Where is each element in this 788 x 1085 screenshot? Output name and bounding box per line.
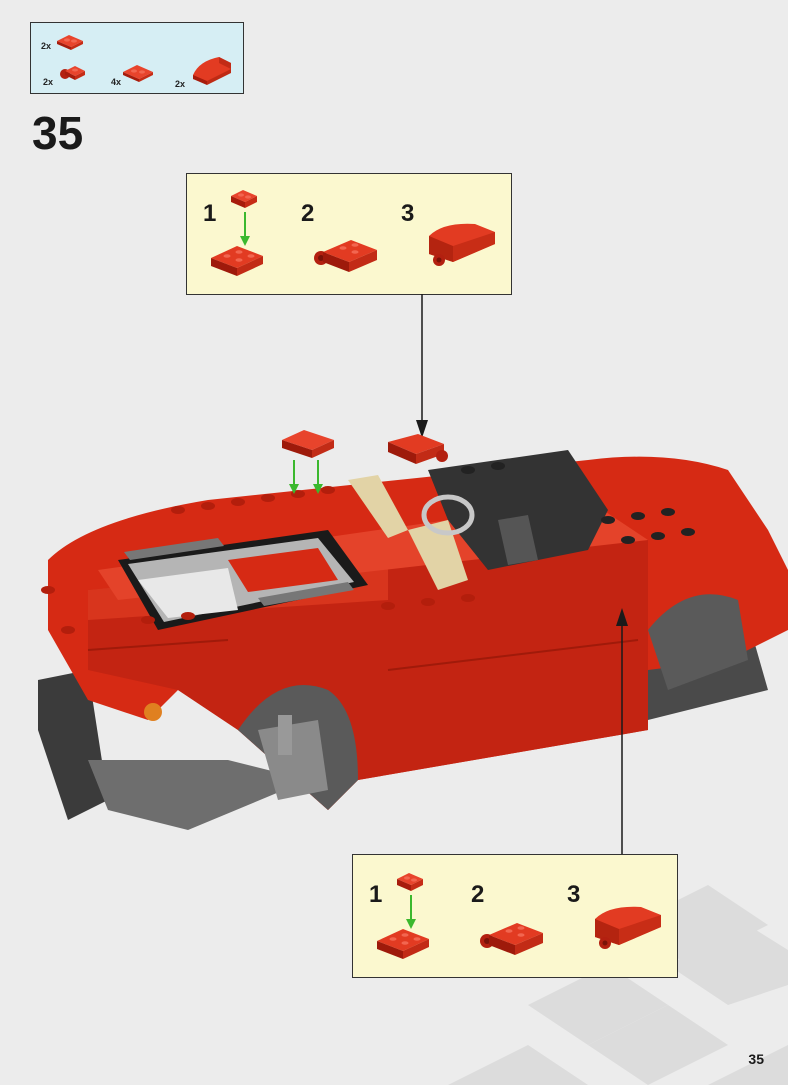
sub-step-2-illustration	[480, 923, 543, 955]
page-number: 35	[748, 1051, 764, 1067]
part-slope-curved-icon	[193, 57, 231, 85]
step-number: 35	[32, 107, 84, 159]
part-plate-1x2-icon	[57, 35, 83, 50]
sub-step-3-label: 3	[401, 200, 415, 227]
parts-qty-2: 2x	[43, 77, 54, 87]
callout-bottom-arrow	[616, 608, 628, 856]
parts-qty-3: 4x	[111, 77, 122, 87]
sub-step-1-label: 1	[203, 200, 217, 227]
car-body-illustration	[38, 430, 788, 830]
sub-step-1-label: 1	[369, 881, 383, 908]
sub-step-3-label: 3	[567, 881, 581, 908]
sub-step-3-illustration	[429, 223, 495, 266]
part-plate-1x2-icon	[123, 65, 153, 82]
parts-qty-4: 2x	[175, 79, 186, 89]
sub-step-3-illustration	[595, 906, 661, 949]
sub-step-2-illustration	[314, 240, 377, 272]
checker-pattern	[448, 885, 788, 1085]
callout-top-arrow	[416, 294, 428, 438]
sub-assembly-callout-bottom: 1 2 3	[352, 854, 678, 978]
sub-step-1-illustration	[377, 873, 429, 959]
sub-step-2-label: 2	[301, 200, 315, 227]
parts-list-box: 2x 2x 4x 2x	[30, 22, 244, 94]
sub-step-2-label: 2	[471, 881, 485, 908]
part-plate-clip-icon	[60, 66, 85, 80]
sub-assembly-callout-top: 1 2 3	[186, 173, 512, 295]
sub-step-1-illustration	[211, 190, 263, 276]
parts-qty-1: 2x	[41, 41, 52, 51]
